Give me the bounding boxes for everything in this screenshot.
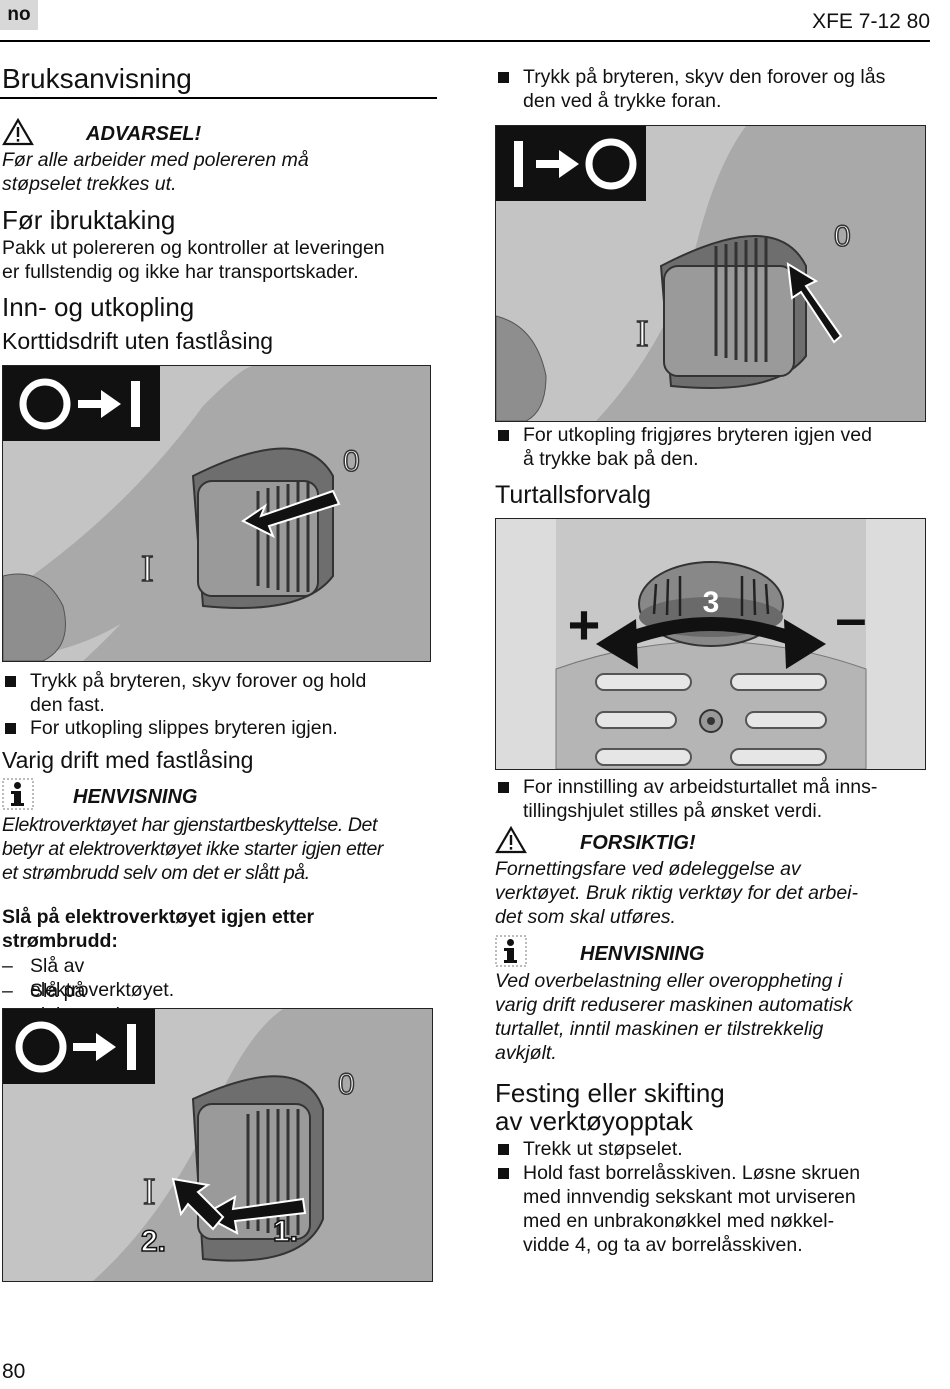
list-item: For innstilling av arbeidsturtallet må i… [523, 776, 878, 822]
info-icon [2, 778, 34, 815]
language-badge: no [0, 0, 38, 30]
speed-plus-marker: + [568, 593, 601, 656]
bullet-marker [498, 1144, 509, 1155]
switch-off-marker: 0 [834, 220, 851, 253]
subheading-permanent: Varig drift med fastlåsing [2, 747, 254, 773]
page-number: 80 [2, 1360, 26, 1383]
speed-minus-marker: – [835, 586, 866, 649]
section-heading-speed: Turtallsforvalg [495, 481, 652, 509]
bullet-marker [498, 1168, 509, 1179]
list-item: For utkopling slippes bryteren igjen. [30, 717, 338, 739]
switch-off-marker: 0 [338, 1068, 355, 1101]
bullet-marker [5, 676, 16, 687]
document-code: XFE 7-12 80 [812, 10, 930, 33]
figure-switch-momentary: 0 I [2, 365, 431, 662]
caution-triangle-icon [495, 825, 527, 859]
bullet-marker [498, 72, 509, 83]
list-item: Trykk på bryteren, skyv den forover og l… [523, 66, 886, 112]
figure-switch-lock: 0 I [495, 125, 926, 422]
switch-off-marker: 0 [343, 445, 360, 478]
bullet-marker [498, 430, 509, 441]
section-heading-switching: Inn- og utkopling [2, 292, 195, 322]
bullet-marker [5, 723, 16, 734]
list-item: For utkopling frigjøres bryteren igjen v… [523, 424, 872, 470]
bullet-marker [498, 782, 509, 793]
warning-label: ADVARSEL! [86, 123, 202, 145]
info-icon [495, 935, 527, 972]
section-heading-before-use: Før ibruktaking [2, 205, 176, 235]
note-label: HENVISNING [73, 786, 198, 808]
note-text: Ved overbelastning eller overoppheting i… [495, 970, 853, 1064]
step-1-marker: 1. [273, 1215, 298, 1248]
before-use-text: Pakk ut polereren og kontroller at lever… [2, 237, 385, 283]
header-divider [0, 40, 930, 42]
warning-triangle-icon [2, 117, 34, 151]
speed-dial-value: 3 [703, 586, 720, 619]
switch-on-marker: I [141, 548, 154, 590]
list-item: Trekk ut støpselet. [523, 1138, 683, 1160]
restart-step: –Slå av elektroverktøyet. [2, 955, 175, 1001]
title-divider [0, 97, 437, 99]
step-2-marker: 2. [141, 1225, 166, 1258]
caution-label: FORSIKTIG! [580, 832, 696, 854]
page-title: Bruksanvisning [2, 63, 192, 94]
switch-on-marker: I [143, 1171, 156, 1213]
figure-switch-lock-steps: 1. 2. 0 I [2, 1008, 433, 1282]
subheading-short-term: Korttidsdrift uten fastlåsing [2, 328, 274, 354]
figure-speed-dial: 3 + – [495, 518, 926, 770]
note-text: Elektroverktøyet har gjenstartbeskyttels… [2, 814, 383, 884]
note-label: HENVISNING [580, 943, 705, 965]
switch-on-marker: I [636, 313, 649, 355]
restart-step: –Slå på elektroverktøyet igjen. [2, 980, 169, 1050]
